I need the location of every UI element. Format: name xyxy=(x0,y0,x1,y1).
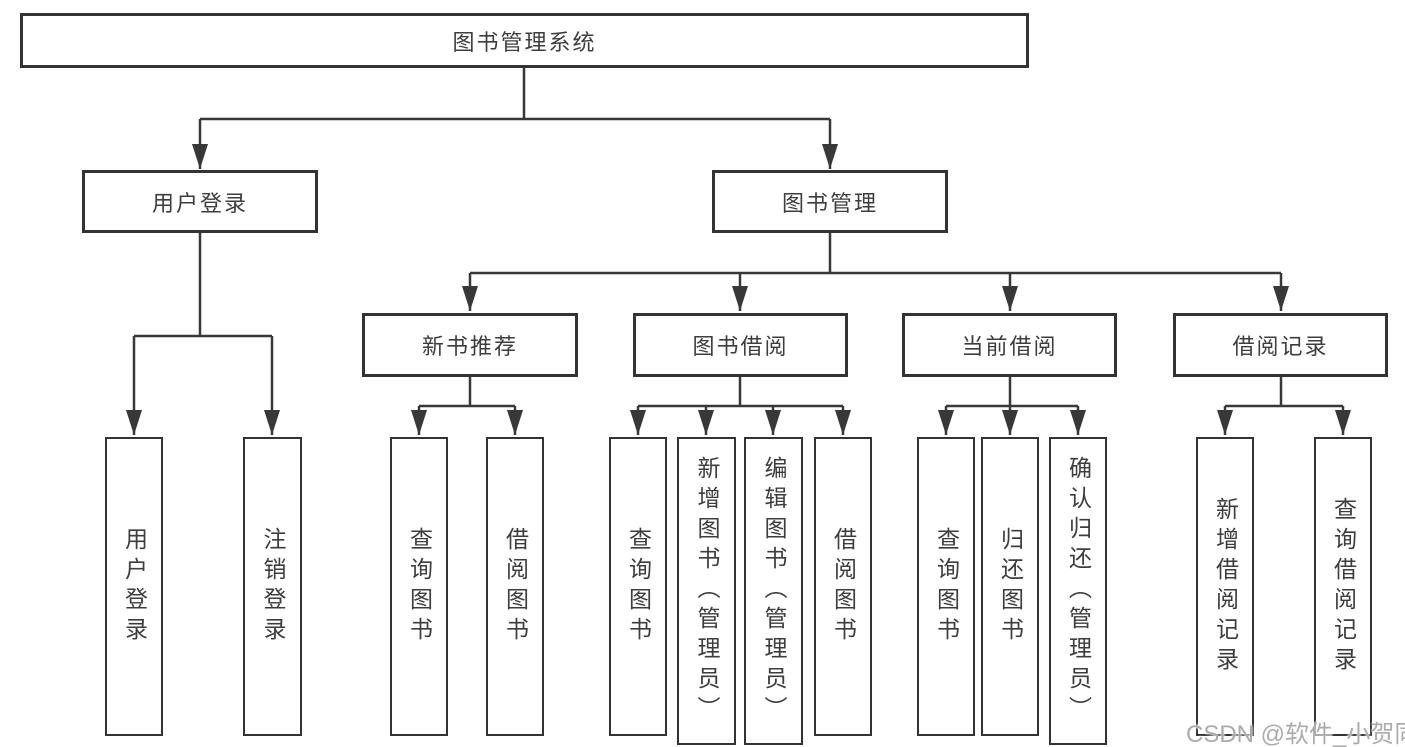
node-label: 图书管理系统 xyxy=(452,29,597,55)
leaf-query-books-current: 查询图书 xyxy=(917,437,975,736)
leaf-confirm-return-admin: 确认归还（管理员） xyxy=(1049,437,1107,745)
connector-current-borrow-to-leaves xyxy=(938,377,1086,435)
leaf-label: 用户登录 xyxy=(121,526,148,647)
node-new-book-recommend: 新书推荐 xyxy=(362,313,578,377)
leaf-label: 查询图书 xyxy=(933,526,960,647)
connector-book-mgmt-to-level3 xyxy=(462,233,1289,311)
connector-root-to-level2 xyxy=(192,68,838,169)
leaf-label: 编辑图书（管理员） xyxy=(761,456,787,726)
leaf-label: 借阅图书 xyxy=(502,526,529,647)
leaf-logout: 注销登录 xyxy=(243,437,302,736)
leaf-label: 确认归还（管理员） xyxy=(1065,456,1092,726)
node-label: 借阅记录 xyxy=(1232,334,1329,359)
leaf-label: 查询图书 xyxy=(625,526,652,647)
leaf-label: 归还图书 xyxy=(997,526,1024,647)
node-label: 图书管理 xyxy=(781,190,878,216)
leaf-query-borrow-record: 查询借阅记录 xyxy=(1314,437,1372,736)
node-user-login: 用户登录 xyxy=(82,170,318,233)
node-borrow-record: 借阅记录 xyxy=(1173,313,1388,377)
leaf-query-books-borrow: 查询图书 xyxy=(609,437,667,736)
leaf-label: 注销登录 xyxy=(260,526,286,647)
leaf-add-books-admin: 新增图书（管理员） xyxy=(677,437,736,745)
node-label: 用户登录 xyxy=(151,190,248,216)
node-label: 图书借阅 xyxy=(692,334,789,359)
leaf-label: 借阅图书 xyxy=(830,526,857,647)
leaf-query-books-recommend: 查询图书 xyxy=(390,437,448,736)
leaf-label: 新增借阅记录 xyxy=(1212,496,1239,677)
node-root-library-system: 图书管理系统 xyxy=(20,13,1029,68)
leaf-edit-books-admin: 编辑图书（管理员） xyxy=(744,437,803,745)
csdn-watermark: CSDN @软件_小贺同学 xyxy=(1186,721,1405,747)
node-book-borrow: 图书借阅 xyxy=(633,313,848,377)
node-label: 当前借阅 xyxy=(961,334,1058,359)
leaf-borrow-books: 借阅图书 xyxy=(814,437,872,736)
leaf-label: 查询图书 xyxy=(406,526,433,647)
leaf-label: 新增图书（管理员） xyxy=(694,456,720,726)
leaf-label: 查询借阅记录 xyxy=(1330,496,1357,677)
leaf-user-login: 用户登录 xyxy=(105,437,163,736)
connector-borrow-record-to-leaves xyxy=(1217,377,1351,435)
leaf-borrow-books-recommend: 借阅图书 xyxy=(486,437,544,736)
connector-book-borrow-to-leaves xyxy=(630,377,851,435)
leaf-add-borrow-record: 新增借阅记录 xyxy=(1196,437,1254,736)
node-book-management: 图书管理 xyxy=(712,170,948,233)
connector-user-login-to-leaves xyxy=(126,233,280,435)
leaf-return-books: 归还图书 xyxy=(981,437,1039,736)
node-current-borrow: 当前借阅 xyxy=(902,313,1117,377)
connector-new-book-rec-to-leaves xyxy=(411,377,523,435)
node-label: 新书推荐 xyxy=(421,334,518,359)
